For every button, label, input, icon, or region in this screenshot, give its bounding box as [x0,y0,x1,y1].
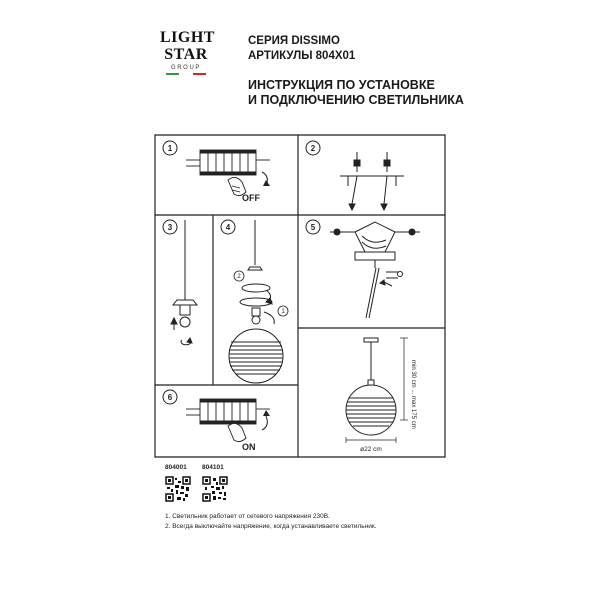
step-4-number: 4 [226,223,231,232]
series-name: СЕРИЯ DISSIMO [248,35,340,47]
brand-logo: LIGHT STAR GROUP [160,29,215,75]
on-label: ON [242,442,256,452]
flag-stripe [166,73,206,75]
flag-white [179,73,193,75]
step-4-badge [220,219,236,235]
flag-red [192,73,206,75]
document-title-line2: И ПОДКЛЮЧЕНИЮ СВЕТИЛЬНИКА [248,93,464,107]
canopy-wiring [330,221,420,319]
step-6-number: 6 [168,393,173,402]
diameter-dimension-label: ø22 cm [360,446,382,453]
brand-logo-line1: LIGHT [160,29,215,46]
globe-assembly [228,220,284,384]
note-voltage: 1. Светильник работает от сетевого напря… [165,513,330,520]
substep-2-number: 2 [237,274,241,280]
substep-2-badge [233,270,245,282]
qr-code-icon [202,476,228,502]
step-3-badge [162,219,178,235]
grid-frame [154,134,446,458]
brand-logo-line3: GROUP [170,65,201,71]
article-code-2: 804101 [202,464,224,471]
step-2-badge [305,140,321,156]
step-3-number: 3 [168,223,173,232]
substep-1-badge [277,305,289,317]
article-numbers: АРТИКУЛЫ 804X01 [248,50,356,62]
substep-1-number: 1 [281,309,285,315]
brand-logo-line2: STAR [164,46,208,63]
arrow-head-icon [263,180,270,186]
assembled-pendant [345,337,408,443]
flag-green [166,73,180,75]
qr-code-icon [165,476,191,502]
breaker-panel-off [186,149,270,176]
step-6-badge [162,389,178,405]
step-5-number: 5 [311,223,316,232]
step-5-badge [305,219,321,235]
off-label: OFF [242,193,260,203]
step-1-badge [162,140,178,156]
article-code-1: 804001 [165,464,187,471]
breaker-panel-on [186,398,270,425]
pendant-suspension [170,220,199,346]
arrow-head-up-icon [263,410,270,416]
height-dimension-label: min 30 cm ... max 175 cm [410,360,416,429]
document-title-line1: ИНСТРУКЦИЯ ПО УСТАНОВКЕ [248,78,435,92]
step-2-number: 2 [311,144,316,153]
hand-switch-on-icon [227,423,247,443]
arrow-up-icon [261,415,268,431]
ceiling-bracket [340,152,404,212]
step-1-number: 1 [168,144,173,153]
hand-switch-icon [227,177,247,197]
note-safety: 2. Всегда выключайте напряжение, когда у… [165,523,377,530]
